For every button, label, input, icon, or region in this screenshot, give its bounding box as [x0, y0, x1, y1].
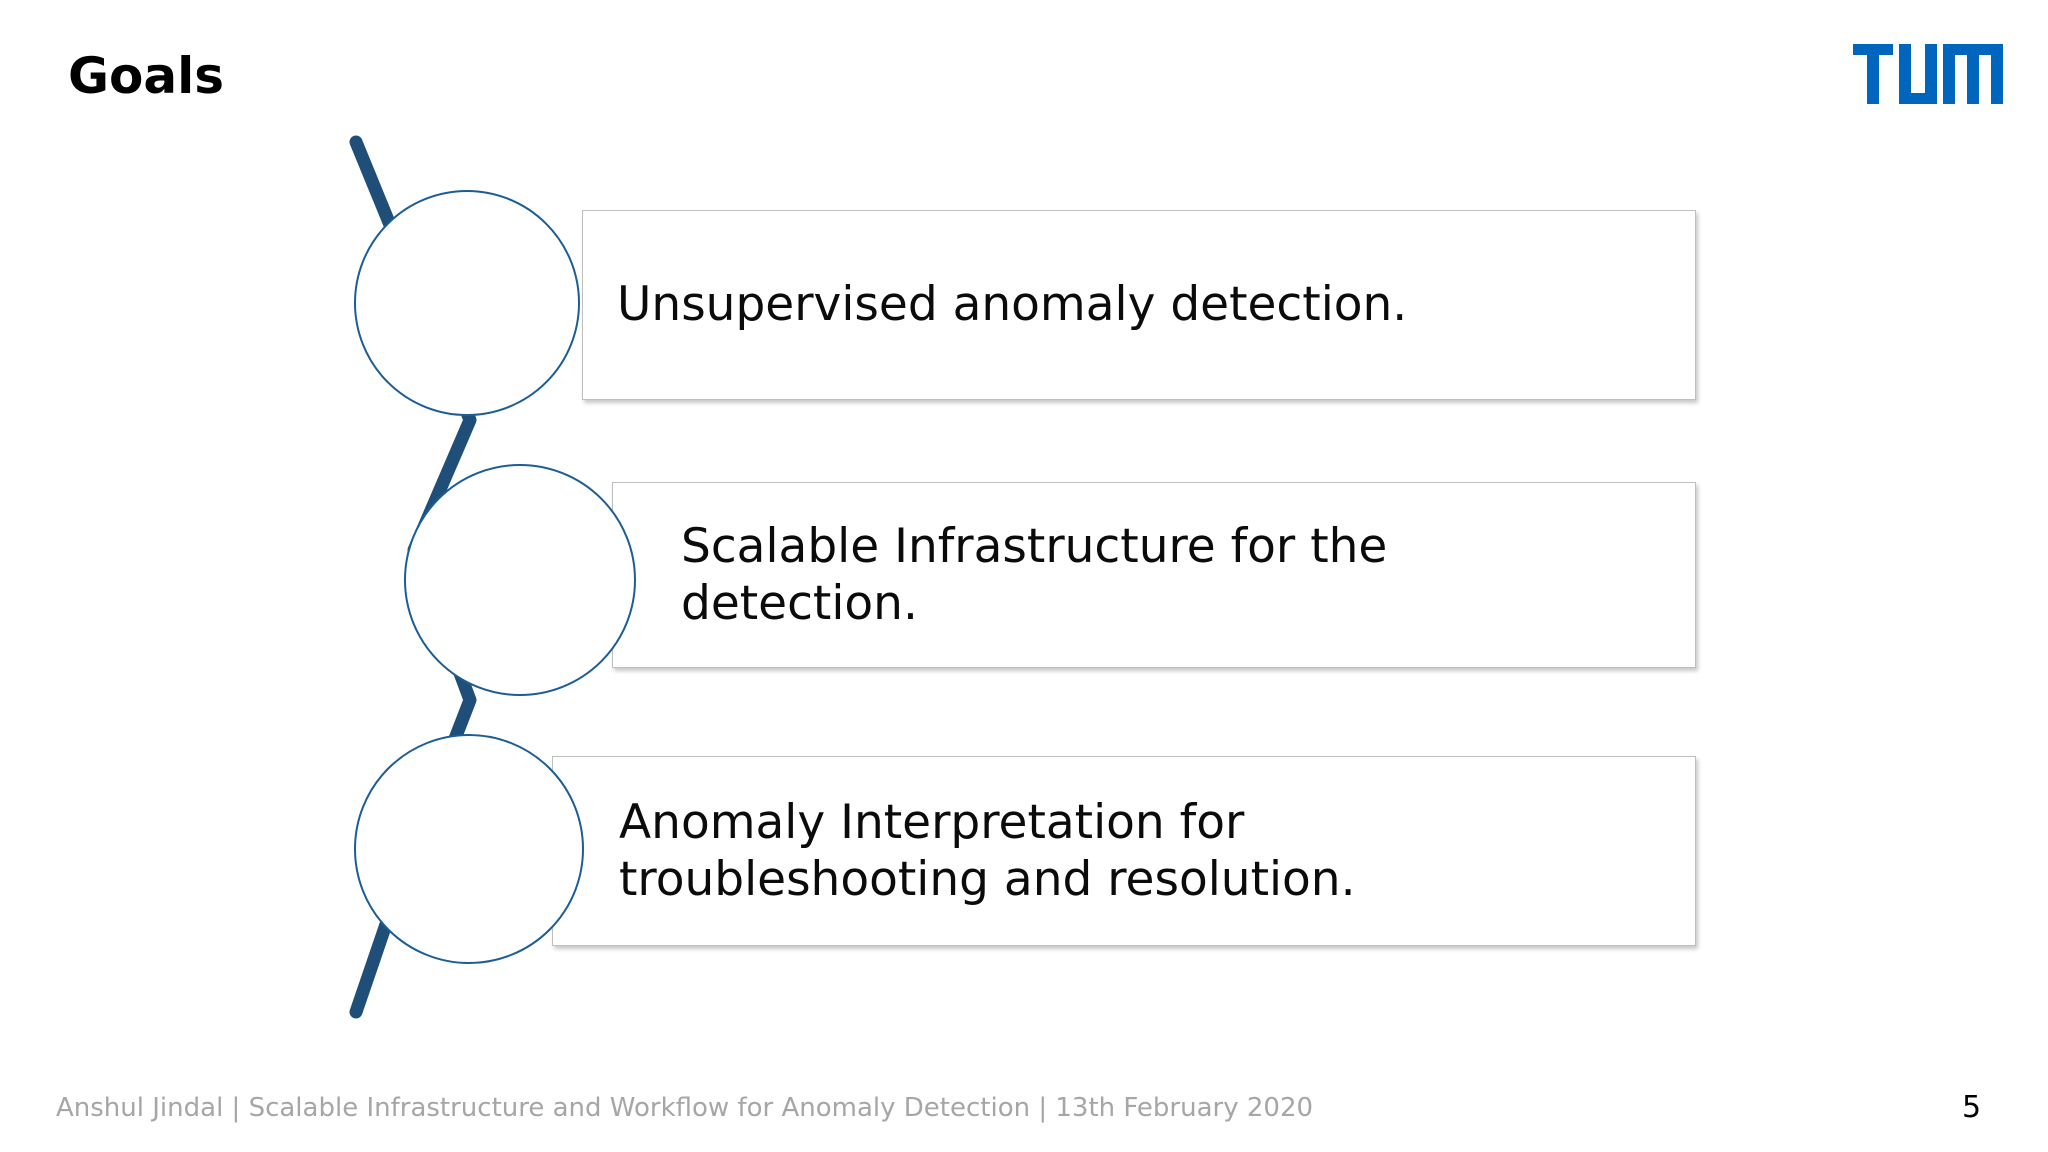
goal-item-1-circle	[354, 190, 580, 416]
goal-item-2-label: Scalable Infrastructure for the detectio…	[681, 518, 1388, 631]
goal-item-1-label: Unsupervised anomaly detection.	[617, 277, 1408, 333]
tum-logo	[1853, 44, 2003, 104]
goal-item-3-label: Anomaly Interpretation for troubleshooti…	[619, 794, 1356, 907]
page-number: 5	[1962, 1090, 1982, 1125]
goal-item-3-circle	[354, 734, 584, 964]
tum-logo-icon	[1853, 44, 2003, 104]
goal-item-1-box: Unsupervised anomaly detection.	[582, 210, 1696, 400]
goal-item-3-box: Anomaly Interpretation for troubleshooti…	[552, 756, 1696, 946]
page-title: Goals	[68, 47, 225, 105]
goal-item-2-box: Scalable Infrastructure for the detectio…	[612, 482, 1696, 668]
goal-item-2-circle	[404, 464, 636, 696]
footer-attribution: Anshul Jindal | Scalable Infrastructure …	[56, 1093, 1314, 1123]
